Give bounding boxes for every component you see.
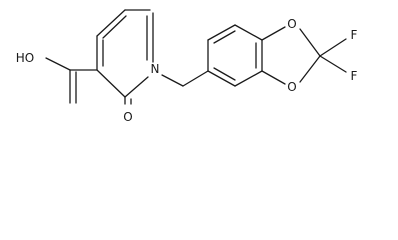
bond-o-bottom-cf2 bbox=[299, 55, 321, 83]
ring-nitrogen-label: N bbox=[151, 62, 160, 76]
dioxole-oxygen-top-label: O bbox=[287, 17, 296, 31]
bond-ar2-ar3 bbox=[207, 24, 236, 41]
benzene-ring bbox=[207, 24, 263, 87]
bond-c3-c2 bbox=[96, 69, 126, 98]
bond-carboxyl-c-oh bbox=[45, 57, 71, 71]
bond-o-top-cf2 bbox=[299, 28, 321, 57]
bond-ar2-ar3-inner bbox=[213, 30, 236, 44]
chemical-structure-diagram: HO N O O O F F bbox=[16, 9, 358, 124]
dioxole-oxygen-bottom-label: O bbox=[287, 80, 296, 94]
bond-c2-n1 bbox=[124, 76, 149, 98]
bond-ar3-ar4 bbox=[234, 24, 263, 41]
carboxylic-acid-group bbox=[45, 57, 98, 104]
hydroxyl-label: HO bbox=[16, 51, 34, 65]
bond-n1-ch2 bbox=[161, 74, 184, 87]
atom-labels: HO N O O O F F bbox=[16, 17, 358, 124]
molecule-svg: HO N O O O F F bbox=[16, 9, 358, 124]
bond-cf2-f-top bbox=[319, 38, 347, 57]
bond-ar6-ar1 bbox=[207, 70, 236, 87]
bond-cf2-f-bottom bbox=[319, 55, 347, 73]
bond-ch2-aryl bbox=[182, 70, 209, 87]
fluorine-top-label: F bbox=[351, 28, 358, 42]
bond-ar5-ar6 bbox=[234, 70, 263, 87]
carbonyl-oxygen-label: O bbox=[123, 110, 132, 124]
bond-ar4-o-top bbox=[261, 26, 286, 41]
lactam-carbonyl bbox=[124, 96, 132, 105]
pyridone-ring bbox=[96, 9, 154, 98]
fluorine-bottom-label: F bbox=[351, 69, 358, 83]
bond-ar6-ar1-inner bbox=[213, 67, 236, 81]
bond-c5-c4 bbox=[96, 9, 126, 37]
difluorodioxole-ring bbox=[261, 26, 347, 85]
bond-c5-c4-double bbox=[102, 15, 127, 39]
methylene-linker bbox=[161, 70, 209, 87]
bond-ar5-o-bottom bbox=[261, 70, 286, 85]
